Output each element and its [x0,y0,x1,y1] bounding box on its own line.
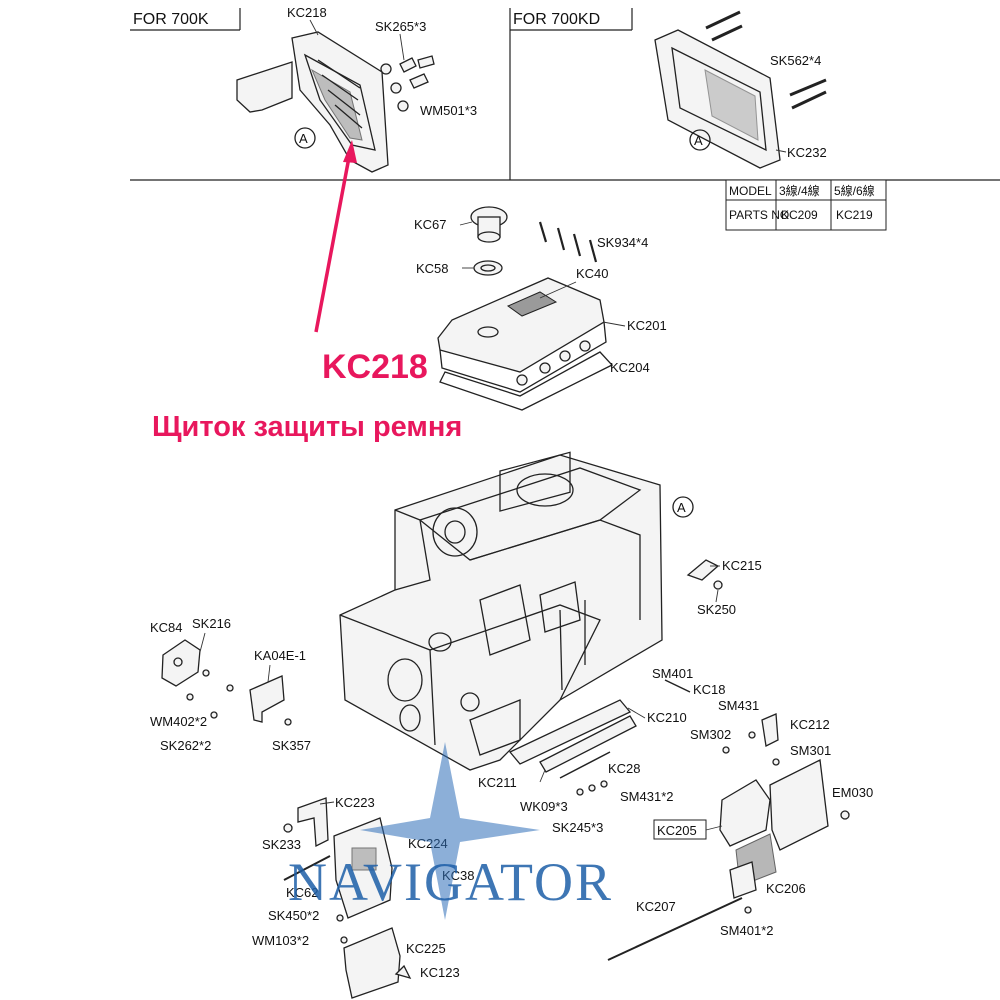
callout-part-description: Щиток защиты ремня [152,411,462,443]
label-sm431-2: SM431*2 [620,789,673,804]
kc215-bracket-drawing: KC215 SK250 [686,558,762,617]
label-kc62: KC62 [286,885,319,900]
label-kc201: KC201 [627,318,667,333]
label-ka04e-1: KA04E-1 [254,648,306,663]
label-kc28: KC28 [608,761,641,776]
label-sm401: SM401 [652,666,693,681]
label-sm401-2: SM401*2 [720,923,773,938]
label-kc205: KC205 [657,823,697,838]
label-em030: EM030 [832,785,873,800]
section-title-700kd: FOR 700KD [513,11,600,28]
label-sk450: SK450*2 [268,908,319,923]
label-wk09: WK09*3 [520,799,568,814]
label-sm301: SM301 [790,743,831,758]
kc218-callout: KC218 Щиток защиты ремня [152,140,462,443]
model-parts-table: MODEL 3線/4線 5線/6線 PARTS NO KC209 KC219 [725,179,887,231]
label-sm302: SM302 [690,727,731,742]
table-header-model-b: 5線/6線 [834,183,875,198]
label-sm431: SM431 [718,698,759,713]
label-kc218-top: KC218 [287,5,327,20]
table-header-model-a: 3線/4線 [779,183,820,198]
label-kc204: KC204 [610,360,650,375]
left-bracket-group-drawing: KC84 SK216 KA04E-1 WM402*2 SK262*2 SK357 [150,616,311,753]
label-sk562: SK562*4 [770,53,821,68]
label-sk357: SK357 [272,738,311,753]
table-header-model: MODEL [729,184,772,198]
label-kc210: KC210 [647,710,687,725]
top-cover-assembly-drawing: KC67 SK934*4 KC58 KC40 KC201 KC204 [414,206,667,411]
label-wm103: WM103*2 [252,933,309,948]
label-kc207: KC207 [636,899,676,914]
kc232-cover-drawing: A SK562*4 KC232 [654,10,827,169]
label-kc206: KC206 [766,881,806,896]
navigator-watermark: NAVIGATOR [288,742,613,920]
label-kc215: KC215 [722,558,762,573]
label-sk245: SK245*3 [552,820,603,835]
label-sk233: SK233 [262,837,301,852]
label-sk934: SK934*4 [597,235,648,250]
label-kc225: KC225 [406,941,446,956]
label-sk250: SK250 [697,602,736,617]
label-kc84: KC84 [150,620,183,635]
label-kc123: KC123 [420,965,460,980]
label-kc18: KC18 [693,682,726,697]
section-title-700k: FOR 700K [133,11,209,28]
label-wm402: WM402*2 [150,714,207,729]
label-kc40: KC40 [576,266,609,281]
assembly-marker-a-body: A [677,500,686,515]
label-kc232: KC232 [787,145,827,160]
label-kc212: KC212 [790,717,830,732]
right-covers-drawing: KC205 KC206 KC207 SM401*2 [607,759,850,961]
assembly-marker-a-top-right: A [694,133,703,148]
table-cell-kc219: KC219 [836,208,873,222]
label-sk265: SK265*3 [375,19,426,34]
table-cell-kc209: KC209 [781,208,818,222]
label-kc223: KC223 [335,795,375,810]
rail-assembly-drawing: SM401 KC18 KC210 SM431 KC212 SM302 SM301… [478,666,873,835]
table-row-parts-no: PARTS NO [729,208,789,222]
label-kc67: KC67 [414,217,447,232]
assembly-marker-a-top-left: A [299,131,308,146]
label-kc58: KC58 [416,261,449,276]
watermark-text: NAVIGATOR [288,852,613,912]
bottom-left-covers-drawing: KC223 SK233 KC224 KC62 KC38 SK450*2 WM10… [252,795,475,999]
label-kc211: KC211 [478,775,517,790]
kc218-belt-guard-drawing: A KC218 SK265*3 WM501*3 [236,5,477,173]
label-wm501: WM501*3 [420,103,477,118]
label-sk262: SK262*2 [160,738,211,753]
machine-body-drawing: A [339,451,694,771]
callout-part-code: KC218 [322,348,428,386]
label-sk216: SK216 [192,616,231,631]
